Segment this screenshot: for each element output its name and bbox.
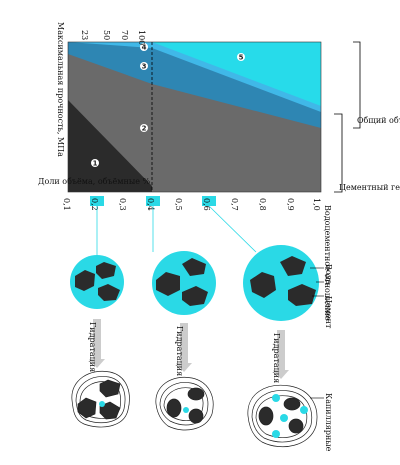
zone-1-label: 1 bbox=[93, 160, 98, 168]
zone-2-area bbox=[68, 54, 321, 192]
ratio-tick-0-1: 0,1 bbox=[62, 198, 71, 211]
capillary-label: Капиллярные bbox=[324, 393, 333, 452]
total-volume-label: Общий объём bbox=[357, 116, 400, 125]
zone-2-label: 2 bbox=[142, 125, 147, 133]
chart-frame bbox=[67, 41, 322, 193]
connector-lines bbox=[96, 205, 257, 258]
bottom-axis-title: Доли объёма, объёмные % bbox=[38, 177, 150, 186]
left-tick-70: 70 bbox=[120, 30, 129, 40]
hydration-label-3: Гидратация bbox=[272, 333, 281, 383]
fresh-paste-2 bbox=[152, 251, 216, 315]
paste-labels: Вода Цемент bbox=[324, 264, 333, 329]
ratio-tick-0-3: 0,3 bbox=[118, 198, 127, 211]
left-tick-100: 100 bbox=[137, 30, 146, 45]
right-annotations: Общий объём Цементный гель bbox=[334, 41, 400, 193]
volume-fraction-chart: 1 2 3 4 5 bbox=[67, 41, 322, 193]
left-tick-50: 50 bbox=[102, 30, 111, 40]
zone-3-label: 3 bbox=[142, 63, 147, 71]
hydration-label-1: Гидратация bbox=[88, 322, 97, 372]
ratio-tick-0-5: 0,5 bbox=[174, 198, 183, 211]
water-label: Вода bbox=[324, 264, 333, 285]
zone-1-area bbox=[68, 100, 152, 192]
ratio-tick-0-2: 0,2 bbox=[90, 198, 99, 211]
zone-markers: 1 2 3 4 5 bbox=[91, 43, 245, 168]
zone-5-label: 5 bbox=[239, 54, 244, 62]
zone-4-label: 4 bbox=[142, 44, 147, 52]
cement-gel-label: Цементный гель bbox=[339, 183, 400, 192]
hydrated-paste-2 bbox=[155, 376, 214, 431]
fresh-paste-1 bbox=[70, 255, 124, 309]
hydrated-paste-3 bbox=[247, 384, 324, 448]
left-axis-title: Максимальная прочность, МПа bbox=[56, 22, 65, 157]
hydration-arrows: Гидратация Гидратация Гидратация bbox=[88, 319, 289, 383]
cement-label: Цемент bbox=[324, 296, 333, 329]
ratio-tick-0-7: 0,7 bbox=[230, 198, 239, 211]
ratio-axis-title: Водоцементное отношение bbox=[323, 205, 332, 321]
ratio-tick-0-6: 0,6 bbox=[202, 198, 211, 211]
hydrated-paste-1 bbox=[71, 370, 130, 428]
left-axis: 23 50 70 100 Максимальная прочность, МПа bbox=[56, 22, 146, 157]
fresh-paste-3 bbox=[243, 245, 324, 321]
left-tick-23: 23 bbox=[80, 30, 89, 40]
ratio-tick-1-0: 1,0 bbox=[312, 198, 321, 211]
ratio-tick-0-8: 0,8 bbox=[258, 198, 267, 211]
ratio-tick-0-4: 0,4 bbox=[146, 198, 155, 211]
ratio-axis: 0,1 0,2 0,3 0,4 0,5 0,6 0,7 0,8 0,9 1,0 … bbox=[62, 196, 332, 321]
hydration-label-2: Гидратация bbox=[175, 326, 184, 376]
ratio-tick-0-9: 0,9 bbox=[286, 198, 295, 211]
